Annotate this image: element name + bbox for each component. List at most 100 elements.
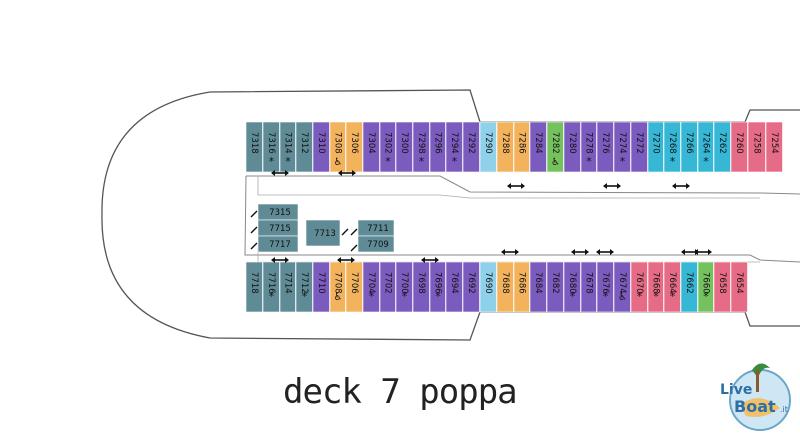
cabin-number: 7698 xyxy=(416,272,426,294)
cabin-block xyxy=(596,261,614,313)
cabin-7314[interactable]: 7314* xyxy=(279,121,296,173)
cabin-7262[interactable]: 7262 xyxy=(713,121,731,173)
cabin-7660[interactable]: 7660* xyxy=(697,261,714,313)
cabin-7308[interactable]: 7308♿ xyxy=(329,121,346,173)
cabin-7658[interactable]: 7658 xyxy=(713,261,731,313)
cabin-7711[interactable]: 7711 xyxy=(357,219,395,237)
cabin-7714[interactable]: 7714 xyxy=(279,261,296,313)
cabin-block xyxy=(445,121,463,173)
cabin-block xyxy=(730,121,748,173)
cabin-7718[interactable]: 7718 xyxy=(245,261,263,313)
cabin-7318[interactable]: 7318 xyxy=(245,121,263,173)
cabin-number: 7715 xyxy=(269,224,291,234)
cabin-7668[interactable]: 7668* xyxy=(647,261,664,313)
cabin-number: 7704 xyxy=(366,272,376,294)
cabin-7686[interactable]: 7686 xyxy=(513,261,530,313)
cabin-7709[interactable]: 7709 xyxy=(357,235,395,253)
cabin-block xyxy=(613,261,631,313)
cabin-number: 7314 xyxy=(283,132,293,154)
cabin-block xyxy=(479,261,497,313)
cabin-7700[interactable]: 7700* xyxy=(395,261,413,313)
cabin-7254[interactable]: 7254 xyxy=(765,121,783,173)
cabin-7310[interactable]: 7310 xyxy=(312,121,330,173)
cabin-block xyxy=(513,261,530,313)
cabin-number: 7702 xyxy=(383,272,393,294)
cabin-7715[interactable]: 7715 xyxy=(257,219,299,237)
cabin-7266[interactable]: 7266 xyxy=(680,121,698,173)
wheelchair-icon: ♿ xyxy=(618,292,627,303)
cabin-7692[interactable]: 7692 xyxy=(462,261,480,313)
cabin-number: 7304 xyxy=(366,132,376,154)
cabin-7302[interactable]: 7302* xyxy=(379,121,396,173)
cabin-7260[interactable]: 7260 xyxy=(730,121,748,173)
cabin-7694[interactable]: 7694 xyxy=(445,261,463,313)
cabin-7654[interactable]: 7654 xyxy=(730,261,748,313)
cabin-number: 7674 xyxy=(617,272,627,294)
cabin-7306[interactable]: 7306 xyxy=(345,121,363,173)
cabin-7674[interactable]: 7674♿ xyxy=(613,261,631,313)
cabin-7272[interactable]: 7272 xyxy=(630,121,648,173)
cabin-7270[interactable]: 7270 xyxy=(647,121,664,173)
cabin-7315[interactable]: 7315 xyxy=(257,203,299,221)
cabin-block xyxy=(257,235,299,253)
cabin-7696[interactable]: 7696* xyxy=(429,261,446,313)
cabin-7662[interactable]: 7662 xyxy=(680,261,698,313)
cabin-7664[interactable]: 7664* xyxy=(663,261,681,313)
cabin-7717[interactable]: 7717 xyxy=(257,235,299,253)
cabin-7290[interactable]: 7290 xyxy=(479,121,497,173)
cabin-7710[interactable]: 7710 xyxy=(312,261,330,313)
cabin-7268[interactable]: 7268* xyxy=(663,121,681,173)
cabin-number: 7709 xyxy=(367,240,389,250)
cabin-block xyxy=(245,261,263,313)
cabin-7682[interactable]: 7682 xyxy=(546,261,564,313)
cabin-7312[interactable]: 7312 xyxy=(295,121,313,173)
cabin-7684[interactable]: 7684 xyxy=(529,261,547,313)
cabin-number: 7264 xyxy=(701,132,711,154)
cabin-7680[interactable]: 7680* xyxy=(563,261,581,313)
cabin-7274[interactable]: 7274* xyxy=(613,121,631,173)
cabin-7278[interactable]: 7278* xyxy=(580,121,597,173)
cabin-7284[interactable]: 7284 xyxy=(529,121,547,173)
cabin-7286[interactable]: 7286 xyxy=(513,121,530,173)
cabin-7316[interactable]: 7316* xyxy=(262,121,280,173)
cabin-7264[interactable]: 7264* xyxy=(697,121,714,173)
cabin-7298[interactable]: 7298* xyxy=(412,121,430,173)
cabin-7713[interactable]: 7713 xyxy=(305,219,341,247)
cabin-7670[interactable]: 7670* xyxy=(630,261,648,313)
cabin-block xyxy=(445,261,463,313)
cabin-7678[interactable]: 7678 xyxy=(580,261,597,313)
connecting-arrow-icon xyxy=(501,249,519,255)
cabin-block xyxy=(496,261,514,313)
cabin-7708[interactable]: 7708♿ xyxy=(329,261,346,313)
cabin-7676[interactable]: 7676* xyxy=(596,261,614,313)
cabin-number: 7708 xyxy=(333,272,343,294)
cabin-7296[interactable]: 7296 xyxy=(429,121,446,173)
cabin-7688[interactable]: 7688 xyxy=(496,261,514,313)
cabin-number: 7262 xyxy=(717,132,727,154)
cabin-7280[interactable]: 7280 xyxy=(563,121,581,173)
cabin-block xyxy=(713,261,731,313)
cabin-7702[interactable]: 7702 xyxy=(379,261,396,313)
cabin-7304[interactable]: 7304 xyxy=(362,121,380,173)
cabin-7282[interactable]: 7282♿ xyxy=(546,121,564,173)
cabin-7294[interactable]: 7294* xyxy=(445,121,463,173)
cabin-number: 7290 xyxy=(483,132,493,154)
cabin-block xyxy=(697,121,714,173)
cabin-7698[interactable]: 7698 xyxy=(412,261,430,313)
cabin-7706[interactable]: 7706 xyxy=(345,261,363,313)
cabin-7712[interactable]: 7712* xyxy=(295,261,313,313)
cabin-7288[interactable]: 7288 xyxy=(496,121,514,173)
cabin-7300[interactable]: 7300 xyxy=(395,121,413,173)
cabin-number: 7712 xyxy=(299,272,309,294)
cabin-number: 7302 xyxy=(383,132,393,154)
cabin-block xyxy=(630,261,648,313)
cabin-number: 7686 xyxy=(517,272,527,294)
cabin-7716[interactable]: 7716* xyxy=(262,261,280,313)
cabin-block xyxy=(563,121,581,173)
cabin-7704[interactable]: 7704* xyxy=(362,261,380,313)
cabin-7276[interactable]: 7276 xyxy=(596,121,614,173)
cabin-7258[interactable]: 7258 xyxy=(747,121,766,173)
cabin-block xyxy=(529,261,547,313)
cabin-7690[interactable]: 7690 xyxy=(479,261,497,313)
cabin-7292[interactable]: 7292 xyxy=(462,121,480,173)
